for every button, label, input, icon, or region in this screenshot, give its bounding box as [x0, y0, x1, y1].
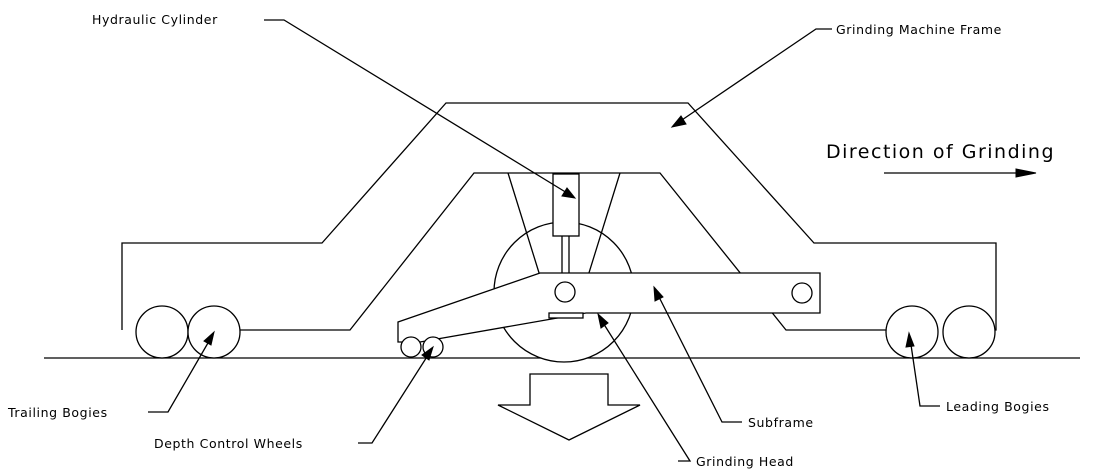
subframe-pivot	[554, 281, 576, 303]
leader-arrow-trailing-bogies	[203, 330, 215, 346]
label-trailing-bogies: Trailing Bogies	[7, 405, 108, 420]
leader-grinding-head	[599, 317, 692, 462]
leader-arrow-hydraulic-cylinder	[561, 187, 577, 199]
leader-subframe	[655, 290, 742, 423]
leader-arrow-grinding-machine-frame	[670, 115, 687, 128]
frame-inner-arch	[240, 172, 892, 331]
leader-hydraulic-cylinder	[264, 19, 573, 197]
label-direction-of-grinding: Direction of Grinding	[826, 141, 1055, 163]
leader-leading-bogies	[909, 337, 940, 407]
label-depth-control-wheels: Depth Control Wheels	[154, 436, 303, 451]
leader-depth-control-wheels	[358, 351, 431, 444]
subframe-plate	[548, 312, 584, 319]
depth-control-wheel-1	[400, 336, 422, 358]
cylinder-support-frame	[507, 172, 621, 277]
direction-arrow-head	[1015, 168, 1037, 178]
leader-arrow-subframe	[653, 285, 664, 302]
machine-frame-outline	[121, 102, 997, 331]
subframe-end-pin	[791, 282, 813, 304]
label-subframe: Subframe	[748, 415, 814, 430]
leading-bogie-wheel-1	[885, 305, 939, 359]
label-grinding-head: Grinding Head	[696, 454, 794, 469]
trailing-bogie-wheel-1	[135, 305, 189, 359]
label-grinding-machine-frame: Grinding Machine Frame	[836, 22, 1002, 37]
leader-arrow-grinding-head	[597, 312, 609, 329]
hydraulic-cylinder-body	[552, 173, 580, 237]
label-hydraulic-cylinder: Hydraulic Cylinder	[92, 12, 218, 27]
down-arrow	[497, 373, 641, 441]
leading-bogie-wheel-2	[942, 305, 996, 359]
leader-trailing-bogies	[148, 335, 213, 413]
label-leading-bogies: Leading Bogies	[946, 399, 1050, 414]
leader-grinding-machine-frame	[675, 28, 832, 125]
leader-arrow-depth-control-wheels	[421, 345, 434, 361]
leader-arrow-leading-bogies	[905, 331, 915, 348]
